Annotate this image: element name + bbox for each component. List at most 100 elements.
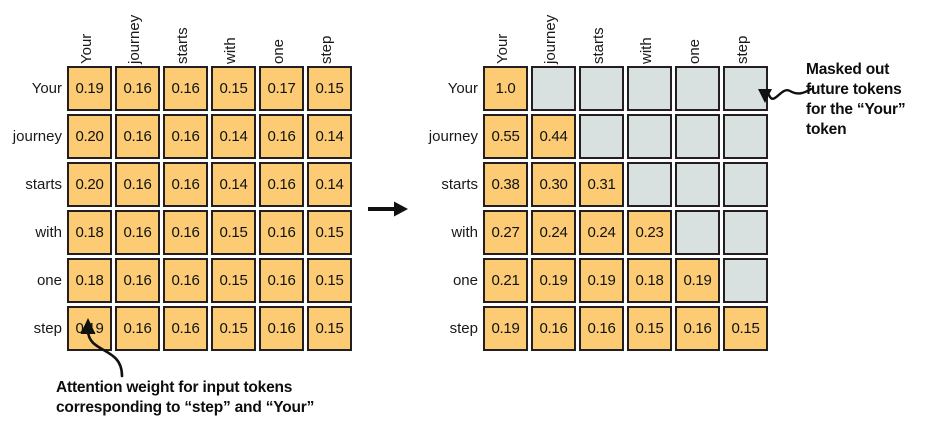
attention-cell-after-r5-c4: 0.16 — [675, 306, 720, 351]
callout-right: Masked out future tokens for the “Your” … — [806, 60, 927, 140]
masked-cell-after-r1-c4 — [675, 114, 720, 159]
attention-cell-after-r2-c0: 0.38 — [483, 162, 528, 207]
column-header-before-2: starts — [173, 27, 191, 64]
callout-right-line-1: Masked out — [806, 61, 890, 78]
masked-cell-after-r1-c2 — [579, 114, 624, 159]
attention-cell-after-r5-c3: 0.15 — [627, 306, 672, 351]
attention-cell-before-r1-c0: 0.20 — [67, 114, 112, 159]
attention-cell-before-r0-c1: 0.16 — [115, 66, 160, 111]
attention-cell-before-r1-c2: 0.16 — [163, 114, 208, 159]
column-header-before-1: journey — [125, 14, 143, 64]
attention-cell-before-r4-c0: 0.18 — [67, 258, 112, 303]
attention-cell-before-r0-c5: 0.15 — [307, 66, 352, 111]
masked-cell-after-r0-c4 — [675, 66, 720, 111]
attention-cell-before-r4-c5: 0.15 — [307, 258, 352, 303]
callout-right-line-4: token — [806, 121, 847, 138]
masked-cell-after-r2-c5 — [723, 162, 768, 207]
row-label-after-3: with — [451, 224, 478, 241]
attention-cell-after-r4-c3: 0.18 — [627, 258, 672, 303]
attention-cell-after-r3-c0: 0.27 — [483, 210, 528, 255]
attention-cell-before-r3-c2: 0.16 — [163, 210, 208, 255]
row-label-before-5: step — [33, 320, 62, 337]
attention-cell-after-r4-c2: 0.19 — [579, 258, 624, 303]
column-header-after-3: with — [637, 37, 655, 64]
masked-cell-after-r1-c3 — [627, 114, 672, 159]
attention-cell-before-r2-c3: 0.14 — [211, 162, 256, 207]
attention-cell-before-r3-c3: 0.15 — [211, 210, 256, 255]
attention-cell-after-r5-c0: 0.19 — [483, 306, 528, 351]
attention-cell-before-r0-c3: 0.15 — [211, 66, 256, 111]
attention-cell-before-r4-c4: 0.16 — [259, 258, 304, 303]
matrix-row-cells: 1.0 — [483, 66, 771, 111]
attention-cell-after-r5-c1: 0.16 — [531, 306, 576, 351]
row-label-before-3: with — [35, 224, 62, 241]
row-label-after-0: Your — [447, 80, 478, 97]
attention-cell-before-r4-c1: 0.16 — [115, 258, 160, 303]
column-header-row-before: Your journey starts with one step — [67, 0, 355, 64]
attention-cell-before-r2-c1: 0.16 — [115, 162, 160, 207]
attention-cell-before-r3-c4: 0.16 — [259, 210, 304, 255]
masked-cell-after-r0-c3 — [627, 66, 672, 111]
row-label-before-2: starts — [25, 176, 62, 193]
matrix-row-cells: 0.190.160.160.150.160.15 — [67, 306, 355, 351]
attention-cell-before-r4-c2: 0.16 — [163, 258, 208, 303]
attention-cell-before-r2-c5: 0.14 — [307, 162, 352, 207]
attention-cell-before-r3-c0: 0.18 — [67, 210, 112, 255]
masked-cell-after-r2-c3 — [627, 162, 672, 207]
attention-cell-before-r3-c1: 0.16 — [115, 210, 160, 255]
attention-cell-after-r5-c5: 0.15 — [723, 306, 768, 351]
row-label-before-4: one — [36, 272, 62, 289]
attention-cell-before-r1-c3: 0.14 — [211, 114, 256, 159]
column-header-before-0: Your — [77, 33, 95, 64]
masked-cell-after-r0-c1 — [531, 66, 576, 111]
attention-cell-before-r4-c3: 0.15 — [211, 258, 256, 303]
attention-cell-before-r2-c4: 0.16 — [259, 162, 304, 207]
column-header-before-3: with — [221, 37, 239, 64]
callout-right-arrow-icon — [757, 80, 813, 114]
row-label-before-1: journey — [12, 128, 62, 145]
column-header-after-0: Your — [493, 33, 511, 64]
callout-left-line-2: corresponding to “step” and “Your” — [56, 399, 315, 416]
attention-cell-before-r3-c5: 0.15 — [307, 210, 352, 255]
attention-cell-before-r0-c0: 0.19 — [67, 66, 112, 111]
column-header-before-4: one — [269, 38, 287, 64]
row-label-after-5: step — [449, 320, 478, 337]
attention-cell-after-r1-c0: 0.55 — [483, 114, 528, 159]
attention-cell-before-r2-c0: 0.20 — [67, 162, 112, 207]
attention-cell-after-r3-c2: 0.24 — [579, 210, 624, 255]
masked-cell-after-r3-c4 — [675, 210, 720, 255]
attention-cell-after-r2-c1: 0.30 — [531, 162, 576, 207]
attention-cell-before-r5-c1: 0.16 — [115, 306, 160, 351]
attention-cell-before-r1-c5: 0.14 — [307, 114, 352, 159]
attention-cell-after-r4-c4: 0.19 — [675, 258, 720, 303]
callout-left-line-1: Attention weight for input tokens — [56, 379, 293, 396]
attention-cell-after-r1-c1: 0.44 — [531, 114, 576, 159]
callout-right-line-3: for the “Your” — [806, 101, 906, 118]
masked-cell-after-r4-c5 — [723, 258, 768, 303]
flow-arrow-icon — [368, 200, 408, 218]
attention-cell-before-r5-c4: 0.16 — [259, 306, 304, 351]
masked-cell-after-r0-c5 — [723, 66, 768, 111]
attention-cell-before-r2-c2: 0.16 — [163, 162, 208, 207]
column-header-after-2: starts — [589, 27, 607, 64]
column-header-after-5: step — [733, 35, 751, 64]
row-label-after-1: journey — [428, 128, 478, 145]
attention-cell-after-r3-c1: 0.24 — [531, 210, 576, 255]
callout-left: Attention weight for input tokens corres… — [56, 378, 436, 418]
masked-cell-after-r0-c2 — [579, 66, 624, 111]
attention-cell-before-r5-c5: 0.15 — [307, 306, 352, 351]
attention-cell-before-r0-c2: 0.16 — [163, 66, 208, 111]
column-header-before-5: step — [317, 35, 335, 64]
column-header-after-1: journey — [541, 14, 559, 64]
masked-cell-after-r2-c4 — [675, 162, 720, 207]
attention-cell-after-r4-c0: 0.21 — [483, 258, 528, 303]
